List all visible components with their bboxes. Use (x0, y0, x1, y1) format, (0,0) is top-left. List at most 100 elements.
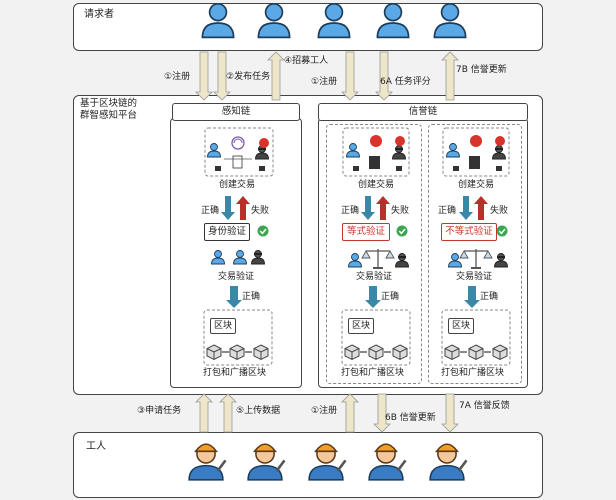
rep1-tx-verify-label: 交易验证 (356, 272, 393, 282)
rep1-coin-icon (370, 135, 382, 147)
rep2-block-icon (495, 136, 505, 146)
arrow-register-bottom (341, 393, 359, 433)
rep2-verifier-icon-2 (494, 253, 508, 268)
sensing-cube-2 (229, 344, 245, 360)
arrow-task-rating (375, 51, 393, 101)
sensing-lock-icon-2 (259, 166, 265, 171)
sensing-tx-verify-label: 交易验证 (218, 272, 255, 282)
rep1-cube-1 (344, 344, 360, 360)
rep2-tx-panel (442, 127, 510, 177)
sensing-cube-3 (253, 344, 269, 360)
rep1-correct-label-2: 正确 (381, 292, 400, 302)
sensing-identity-verify: 身份验证 (204, 223, 250, 241)
label-register-1: ①注册 (164, 72, 191, 82)
rep1-cube-2 (368, 344, 384, 360)
rep1-verifier-icon-2 (395, 253, 409, 268)
sensing-arrow-correct-2 (226, 286, 242, 308)
rep2-unequal-verify: 不等式验证 (441, 223, 497, 241)
rep1-create-tx-label: 创建交易 (358, 180, 395, 190)
sensing-tx-panel (204, 127, 274, 177)
sensing-arrow-correct-1 (221, 196, 235, 220)
rep1-check-icon (395, 224, 409, 238)
requester-avatar-4 (376, 2, 410, 39)
requesters-label: 请求者 (84, 9, 114, 20)
sensing-lock-icon-1 (215, 166, 221, 171)
rep1-lock-icon-2 (396, 166, 402, 171)
worker-avatar-2 (246, 442, 286, 482)
rep2-lock-icon-1 (453, 166, 459, 171)
sensing-chain-title: 感知链 (172, 103, 300, 121)
arrow-upload-data (219, 393, 237, 433)
label-upload-data: ⑤上传数据 (236, 406, 281, 416)
rep1-fail-label: 失败 (391, 206, 410, 216)
rep2-coin-icon (470, 135, 482, 147)
arrow-recruit (267, 51, 285, 101)
rep2-correct-label-2: 正确 (480, 292, 499, 302)
rep2-arrow-correct-1 (459, 196, 473, 220)
worker-avatar-3 (307, 442, 347, 482)
rep2-fail-label: 失败 (490, 206, 509, 216)
rep1-scale-icon (361, 248, 395, 270)
requester-avatar-2 (257, 2, 291, 39)
rep1-block-tag: 区块 (348, 318, 374, 334)
arrow-publish-task (213, 51, 231, 101)
arrow-reputation-update-bottom (373, 393, 391, 433)
sensing-cube-1 (206, 344, 222, 360)
rep1-cube-3 (392, 344, 408, 360)
label-register-2: ①注册 (311, 77, 338, 87)
arrow-apply-task (195, 393, 213, 433)
arrow-register-1 (195, 51, 213, 101)
sensing-pack-broadcast-label: 打包和广播区块 (203, 368, 267, 378)
sensing-check-icon (256, 224, 270, 238)
rep2-arrow-fail (474, 196, 488, 220)
rep1-doc-icon (369, 156, 380, 169)
rep2-doc-icon (469, 156, 480, 169)
sensing-doc-icon (232, 155, 243, 169)
rep1-equal-verify: 等式验证 (342, 223, 390, 241)
platform-label: 基于区块链的 群智感知平台 (80, 98, 138, 121)
rep1-arrow-correct-2 (365, 286, 381, 308)
rep2-cube-2 (468, 344, 484, 360)
rep2-cube-1 (444, 344, 460, 360)
rep2-create-tx-label: 创建交易 (458, 180, 495, 190)
rep2-tx-verify-label: 交易验证 (456, 272, 493, 282)
rep2-verifier-icon-1 (448, 253, 462, 268)
label-reputation-update-top: 7B 信誉更新 (456, 65, 507, 75)
requesters-panel (73, 3, 543, 51)
rep2-block-tag: 区块 (448, 318, 474, 334)
sensing-verifier-icon-1 (211, 250, 225, 265)
worker-avatar-4 (367, 442, 407, 482)
sensing-arrow-fail (236, 196, 250, 220)
sensing-block-icon (259, 138, 269, 148)
rep1-verifier-icon-1 (348, 253, 362, 268)
sensing-fail-label: 失败 (251, 206, 270, 216)
rep1-lock-icon-1 (353, 166, 359, 171)
label-reputation-update-bottom: 6B 信誉更新 (385, 413, 436, 423)
sensing-block-tag: 区块 (210, 318, 236, 334)
arrow-reputation-feedback (441, 393, 459, 433)
rep1-pack-broadcast-label: 打包和广播区块 (341, 368, 405, 378)
rep1-arrow-correct-1 (361, 196, 375, 220)
requester-avatar-3 (317, 2, 351, 39)
rep2-pack-broadcast-label: 打包和广播区块 (441, 368, 505, 378)
rep2-scale-icon (459, 248, 493, 270)
rep2-check-icon (495, 224, 509, 238)
rep1-correct-label-1: 正确 (341, 206, 360, 216)
workers-label: 工人 (86, 441, 106, 452)
sensing-create-tx-label: 创建交易 (219, 180, 256, 190)
label-publish-task: ②发布任务 (226, 72, 271, 82)
arrow-reputation-update-top (441, 51, 459, 101)
rep2-lock-icon-2 (496, 166, 502, 171)
label-reputation-feedback: 7A 信誉反馈 (459, 401, 510, 411)
sensing-verifier-icon-2 (233, 250, 247, 265)
worker-avatar-1 (187, 442, 227, 482)
requester-avatar-5 (433, 2, 467, 39)
label-register-bottom: ①注册 (311, 406, 338, 416)
worker-avatar-5 (428, 442, 468, 482)
rep2-arrow-correct-2 (464, 286, 480, 308)
rep1-tx-panel (342, 127, 410, 177)
sensing-correct-label-1: 正确 (201, 206, 220, 216)
rep2-correct-label-1: 正确 (438, 206, 457, 216)
arrow-register-2 (341, 51, 359, 101)
